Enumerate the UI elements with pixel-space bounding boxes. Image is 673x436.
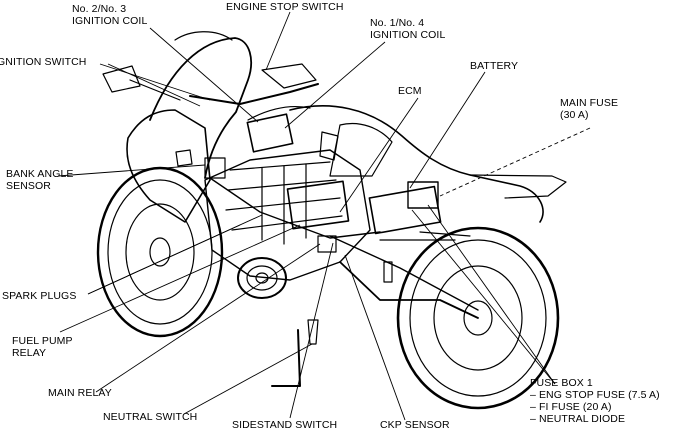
leader-lines [57,11,591,421]
handlebar [102,63,319,105]
label-ckp-sensor: CKP SENSOR [380,419,450,431]
front-wheel [96,166,224,338]
label-neutral-switch: NEUTRAL SWITCH [103,411,198,423]
label-spark-plugs: SPARK PLUGS [2,290,77,302]
rear-wheel [396,226,560,410]
components [175,113,442,387]
label-battery: BATTERY [470,60,519,72]
label-fuse-box-1: FUSE BOX 1 – ENG STOP FUSE (7.5 A) – FI … [530,377,660,425]
label-fuel-pump-relay: FUEL PUMP RELAY [12,335,73,359]
label-engine-stop-switch: ENGINE STOP SWITCH [226,1,344,13]
label-ignition-coil-2-3: No. 2/No. 3 IGNITION COIL [72,3,148,27]
label-bank-angle-sensor: BANK ANGLE SENSOR [6,168,74,192]
label-ecm: ECM [398,85,422,97]
bodywork [126,31,567,239]
label-ignition-coil-1-4: No. 1/No. 4 IGNITION COIL [370,17,446,41]
label-ignition-switch: IGNITION SWITCH [0,56,87,68]
generator [237,257,287,299]
engine-frame [204,149,479,319]
label-sidestand-switch: SIDESTAND SWITCH [232,419,338,431]
label-main-fuse: MAIN FUSE (30 A) [560,97,619,121]
label-main-relay: MAIN RELAY [48,387,112,399]
